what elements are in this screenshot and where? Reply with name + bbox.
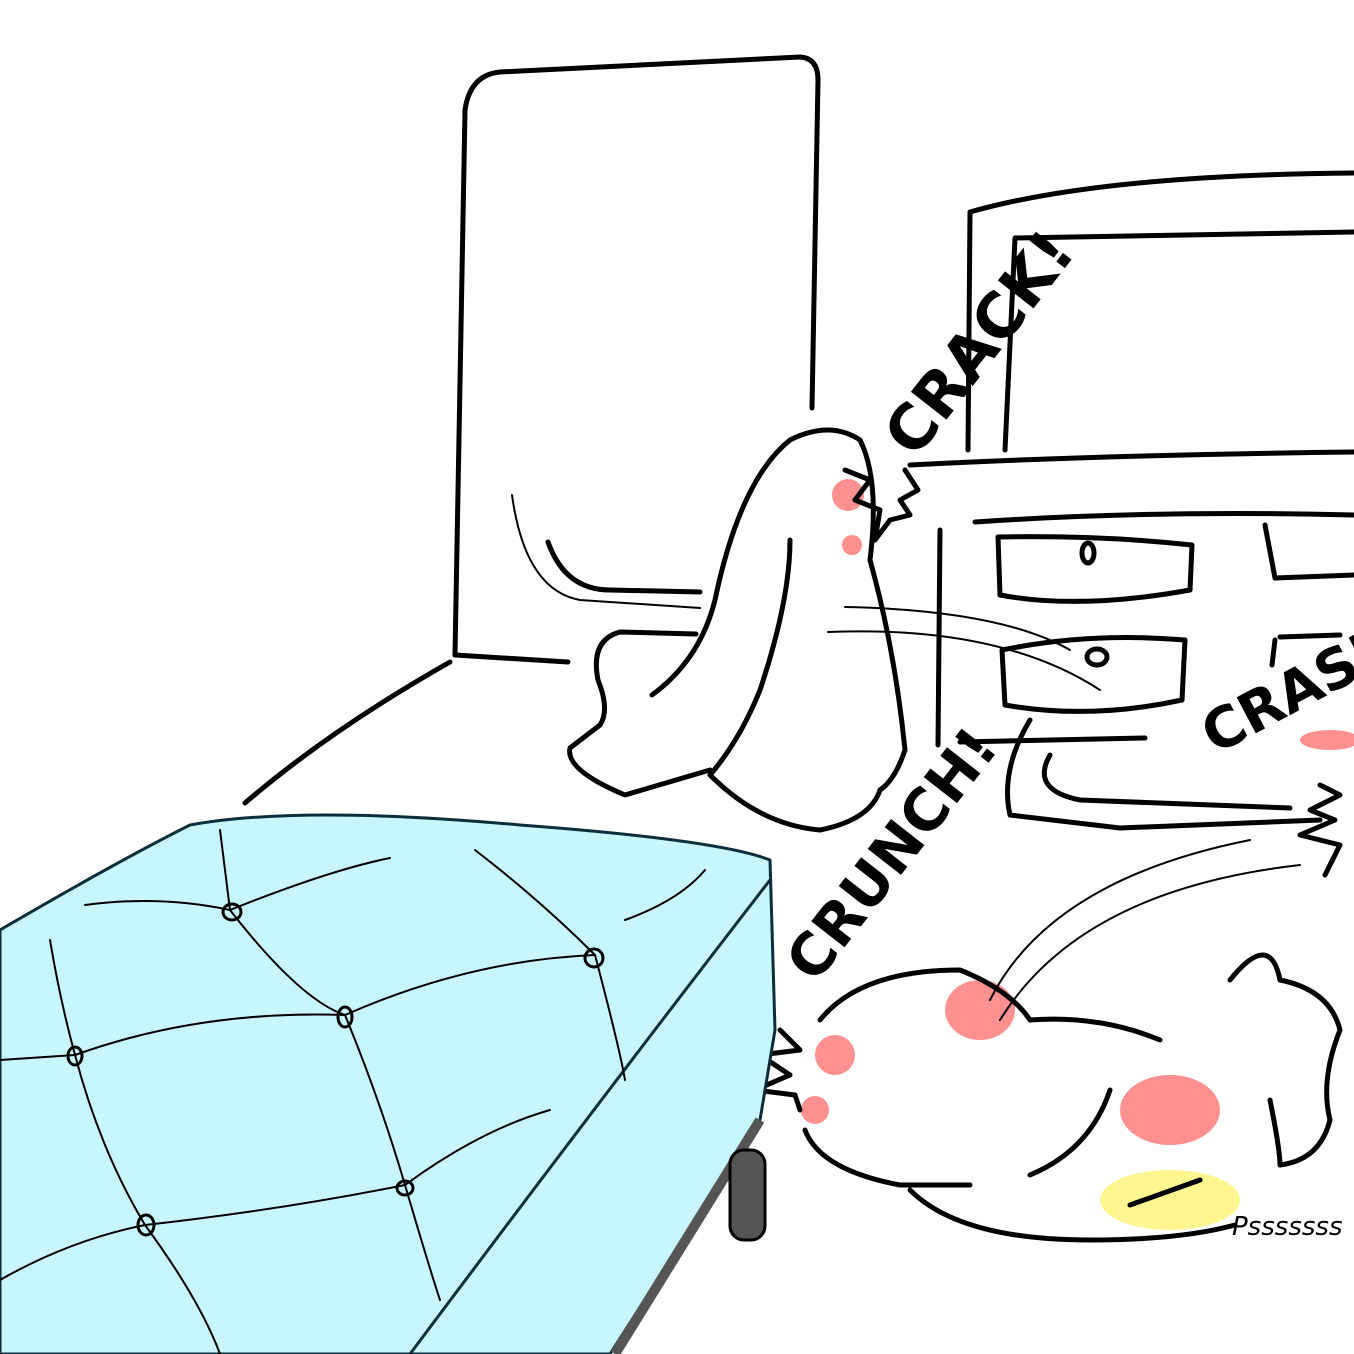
crumpled-sheet [649, 427, 908, 833]
smashed-object [802, 839, 1343, 1243]
mattress [0, 813, 777, 1354]
sfx-crack: CRACK! [869, 217, 1088, 469]
sfx-hiss: Psssssss [1232, 1212, 1343, 1242]
impact-bursts [752, 467, 1343, 1113]
damage-marks [801, 479, 1354, 1230]
headboard [242, 54, 821, 806]
sfx-crunch: CRUNCH! [772, 715, 1011, 994]
